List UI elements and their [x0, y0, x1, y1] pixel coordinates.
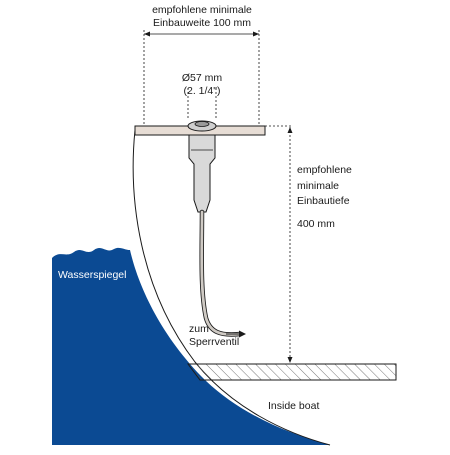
inside-boat-label: Inside boat: [268, 400, 320, 412]
hull-outline: [132, 129, 331, 446]
depth-label-line2: minimale: [297, 179, 340, 192]
depth-label-line1: empfohlene: [297, 164, 352, 176]
top-collar-inner: [194, 121, 210, 127]
width-label-line2: Einbauweite 100 mm: [152, 17, 252, 29]
diameter-label: Ø57 mm (2. 1/4"): [172, 72, 232, 98]
water-label: Wasserspiegel: [58, 269, 127, 281]
diameter-label-line1: Ø57 mm: [181, 72, 223, 84]
sensor-body: [188, 134, 216, 213]
valve-label-line2: Sperrventil: [189, 336, 240, 348]
valve-label: zum Sperrventil: [189, 323, 239, 349]
width-label: empfohlene minimale Einbauweite 100 mm: [140, 4, 264, 30]
water-area: [52, 247, 330, 445]
depth-label-line3: Einbautiefe: [297, 195, 350, 207]
diameter-label-line2: (2. 1/4"): [183, 85, 221, 97]
depth-dim-arrow-top: [287, 127, 293, 133]
depth-dim-arrow-bottom: [287, 357, 293, 363]
valve-label-line1: zum: [189, 323, 209, 335]
depth-label-line4: 400 mm: [297, 217, 335, 230]
width-dim-arrow-right: [253, 31, 259, 37]
width-dim-arrow-left: [144, 31, 150, 37]
width-label-line1: empfohlene minimale: [152, 4, 252, 16]
depth-label: empfohlene minimale Einbautiefe 400 mm: [297, 163, 352, 232]
valve-arrow-head: [239, 330, 246, 338]
cable-fill: [200, 210, 242, 336]
cable: [199, 209, 243, 337]
hull-floor: [187, 363, 397, 381]
